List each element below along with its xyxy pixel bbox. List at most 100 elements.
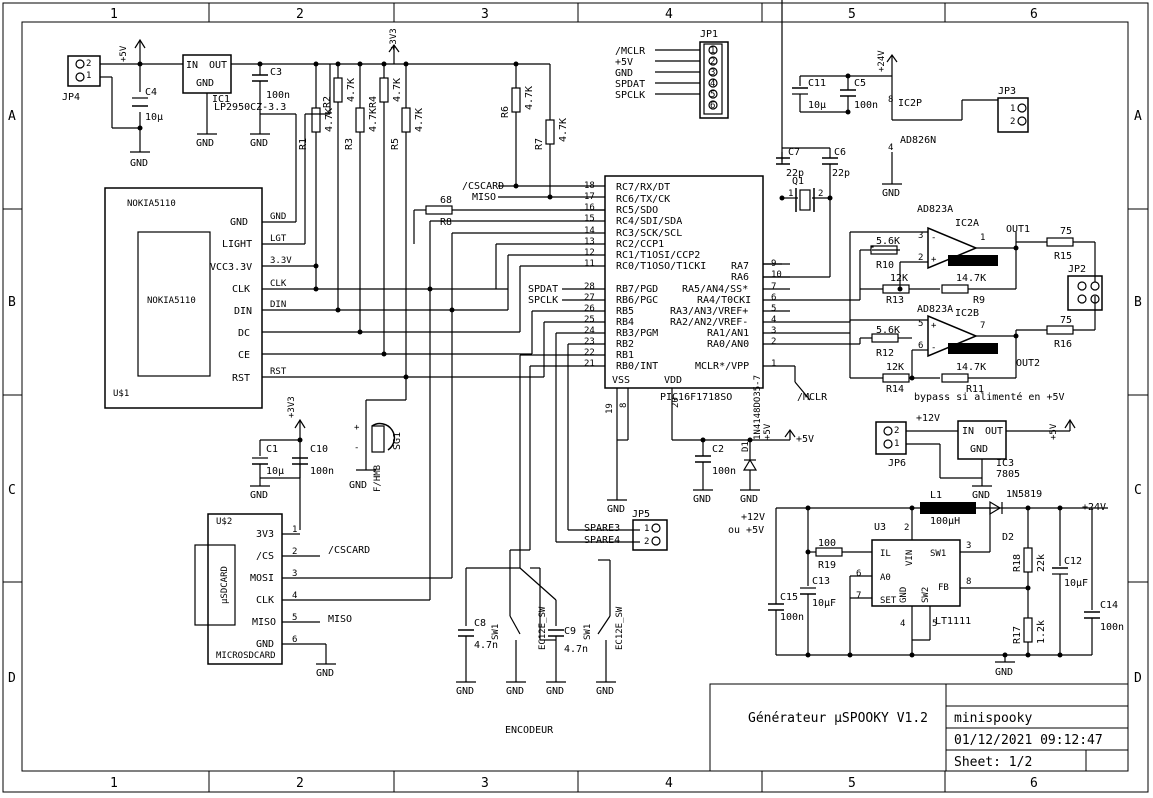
encoder-label: ENCODEUR [505, 725, 554, 736]
svg-text:4.7K: 4.7K [392, 78, 403, 102]
col-label: 5 [848, 776, 856, 791]
row-label: D [8, 671, 16, 686]
row-label: C [8, 483, 16, 498]
svg-text:IC2B: IC2B [955, 308, 979, 319]
svg-text:C15: C15 [780, 592, 798, 603]
svg-text:NOKIA5110: NOKIA5110 [147, 296, 196, 306]
r8-resistor: 68 R8 [413, 195, 605, 244]
svg-text:R11: R11 [966, 384, 984, 395]
svg-text:12K: 12K [886, 362, 904, 373]
svg-text:GND: GND [546, 686, 564, 697]
svg-text:CLK: CLK [270, 279, 287, 289]
svg-text:+24V: +24V [1082, 502, 1106, 513]
svg-text:Q1: Q1 [792, 176, 804, 187]
jp3-connector: 12 JP3 [997, 86, 1029, 133]
svg-text:100n: 100n [266, 90, 290, 101]
3v3-rail: +3V3 [231, 28, 550, 67]
col-label: 6 [1030, 776, 1038, 791]
svg-text:5: 5 [771, 304, 776, 314]
svg-text:22p: 22p [786, 168, 804, 179]
svg-text:1N5819: 1N5819 [1006, 489, 1042, 500]
svg-text:µSDCARD: µSDCARD [220, 566, 230, 604]
svg-text:12K: 12K [890, 273, 908, 284]
svg-text:U3: U3 [874, 522, 886, 533]
svg-text:1: 1 [644, 524, 649, 534]
svg-text:5: 5 [918, 319, 923, 329]
nokia-title: NOKIA5110 [127, 199, 176, 209]
svg-text:10µ: 10µ [266, 466, 284, 477]
svg-text:SPARE4: SPARE4 [584, 535, 620, 546]
svg-text:GND: GND [196, 78, 214, 89]
svg-text:2: 2 [771, 337, 776, 347]
svg-text:10µ: 10µ [808, 100, 826, 111]
svg-text:IN: IN [962, 426, 974, 437]
svg-text:GND: GND [256, 639, 274, 650]
svg-text:JP3: JP3 [998, 86, 1016, 97]
svg-text:100: 100 [818, 538, 836, 549]
svg-text:2: 2 [894, 426, 899, 436]
c4-label: C4 [145, 87, 157, 98]
jp6-ic3-section: 21 JP6 +12V IN OUT GND IC3 7805 GND +5V [875, 413, 1076, 501]
svg-text:R9: R9 [973, 295, 985, 306]
svg-text:10µF: 10µF [1064, 578, 1088, 589]
svg-text:26: 26 [584, 304, 595, 314]
svg-text:3: 3 [292, 569, 297, 579]
svg-text:OUT: OUT [209, 60, 227, 71]
svg-text:CLK: CLK [232, 284, 250, 295]
svg-text:/CSCARD: /CSCARD [462, 181, 504, 192]
svg-text:GND: GND [270, 212, 286, 222]
svg-text:JP5: JP5 [632, 509, 650, 520]
svg-text:SW2: SW2 [921, 587, 931, 603]
svg-text:VSS: VSS [612, 375, 630, 386]
svg-text:OUT2: OUT2 [1016, 358, 1040, 369]
svg-text:GND: GND [596, 686, 614, 697]
svg-text:DIN: DIN [234, 306, 252, 317]
svg-text:C12: C12 [1064, 556, 1082, 567]
svg-text:R1: R1 [298, 138, 309, 150]
svg-text:6: 6 [292, 635, 297, 645]
svg-text:7: 7 [856, 591, 861, 601]
svg-text:RC3/SCK/SCL: RC3/SCK/SCL [616, 228, 682, 239]
svg-text:100n: 100n [854, 100, 878, 111]
svg-text:4: 4 [771, 315, 776, 325]
svg-text:11: 11 [584, 259, 595, 269]
svg-text:3: 3 [710, 68, 715, 78]
svg-text:2: 2 [710, 57, 715, 67]
svg-text:LGT: LGT [270, 234, 287, 244]
svg-text:GND: GND [196, 138, 214, 149]
svg-text:AD823A: AD823A [917, 204, 953, 215]
svg-text:4.7K: 4.7K [368, 108, 379, 132]
jp1-label: JP1 [700, 29, 718, 40]
svg-text:+5V: +5V [615, 57, 633, 68]
svg-text:R6: R6 [500, 106, 511, 118]
svg-text:R3: R3 [344, 138, 355, 150]
svg-text:2: 2 [918, 253, 923, 263]
svg-text:GND: GND [615, 68, 633, 79]
svg-text:C10: C10 [310, 444, 328, 455]
project-name: minispooky [954, 711, 1032, 726]
col-label: 6 [1030, 7, 1038, 22]
nokia5110-display: NOKIA5110 NOKIA5110 U$1 GND LIGHT VCC3.3… [104, 64, 544, 409]
svg-text:R12: R12 [876, 348, 894, 359]
svg-text:GND: GND [349, 480, 367, 491]
svg-text:RB3/PGM: RB3/PGM [616, 328, 658, 339]
svg-text:GND: GND [995, 667, 1013, 678]
svg-text:R18: R18 [1012, 554, 1023, 572]
svg-text:14.7K: 14.7K [956, 273, 986, 284]
svg-text:10: 10 [771, 270, 782, 280]
svg-text:CE: CE [238, 350, 250, 361]
jp5-connector: 12 JP5 SPARE3 SPARE4 [584, 509, 668, 551]
svg-text:RB1: RB1 [616, 350, 634, 361]
svg-text:+: + [354, 423, 360, 433]
r6-r7-pullups: R6 4.7K R7 4.7K [500, 61, 569, 197]
svg-text:RC4/SDI/SDA: RC4/SDI/SDA [616, 216, 682, 227]
pic-microcontroller: RC7/RX/DT RC6/TX/CK RC5/SDO RC4/SDI/SDA … [580, 175, 828, 414]
svg-text:4: 4 [292, 591, 297, 601]
svg-text:2: 2 [86, 59, 91, 69]
sheet-text: Sheet: 1/2 [954, 755, 1032, 770]
svg-text:C11: C11 [808, 78, 826, 89]
svg-text:4.7K: 4.7K [558, 118, 569, 142]
svg-text:28: 28 [584, 282, 595, 292]
svg-text:RA7: RA7 [731, 261, 749, 272]
